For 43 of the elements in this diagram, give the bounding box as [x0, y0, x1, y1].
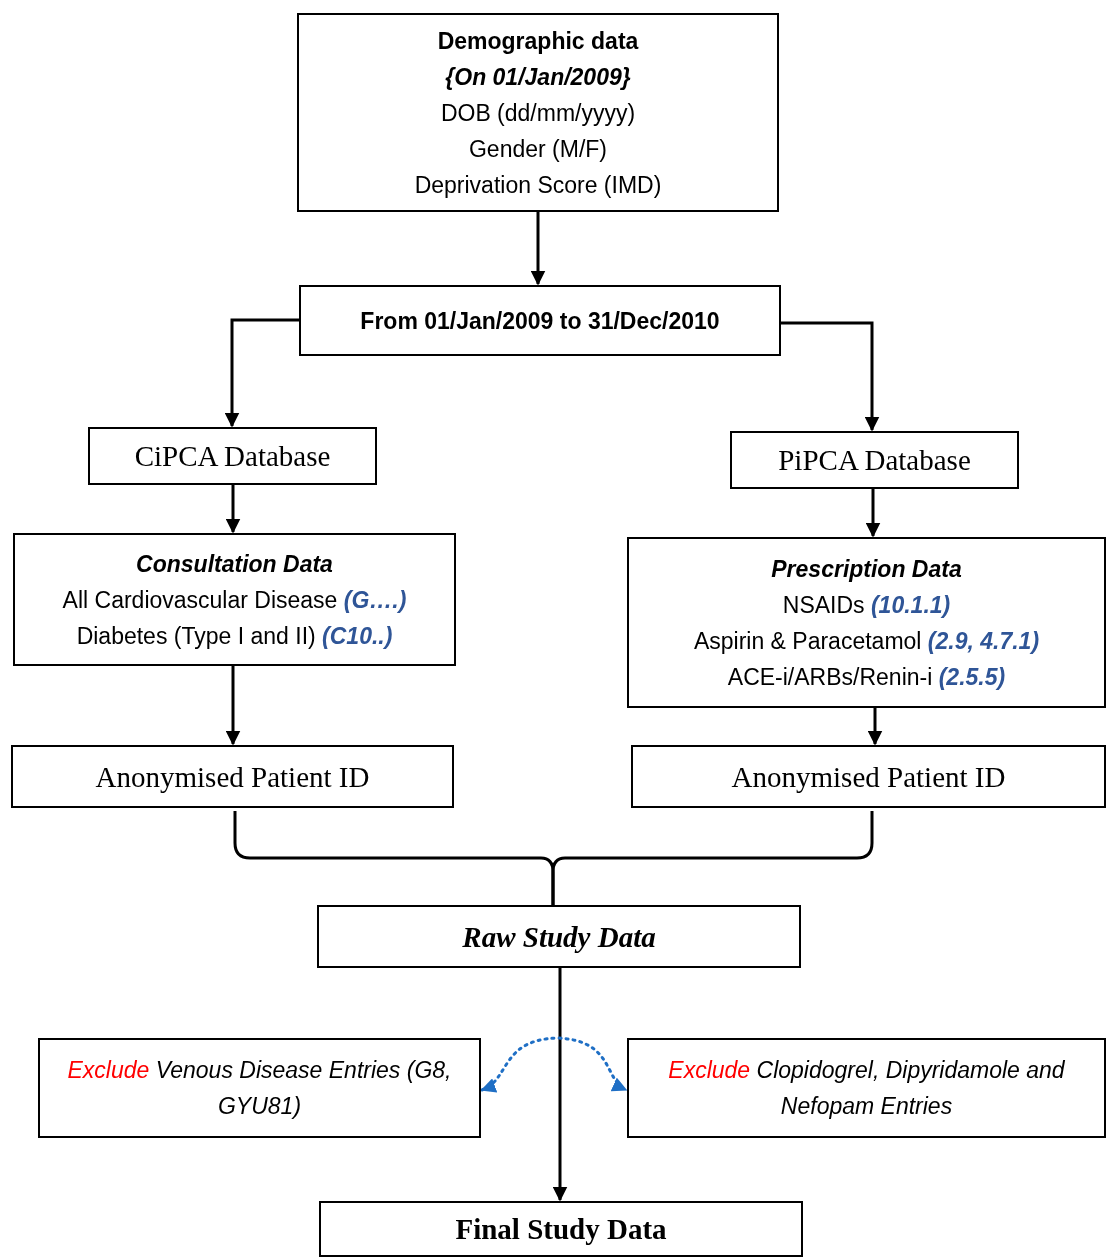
arrow: [224, 318, 299, 428]
box-text: Exclude Clopidogrel, Dipyridamole and Nefopam Entries: [667, 1056, 1066, 1121]
box-text: ACE-i/ARBs/Renin-i (2.5.5): [727, 662, 1006, 692]
box-text: CiPCA Database: [134, 439, 331, 474]
arrow: [530, 212, 546, 286]
box-heading: Demographic data: [437, 26, 639, 56]
box-text: Exclude Venous Disease Entries (G8, GYU81): [66, 1056, 453, 1121]
process-box: [88, 427, 377, 485]
box-text: Anonymised Patient ID: [731, 759, 1006, 795]
process-box: [631, 745, 1106, 808]
process-box: [627, 537, 1106, 708]
dotted-arrow: [480, 1036, 628, 1092]
box-text: {On 01/Jan/2009}: [445, 62, 631, 92]
process-box: [317, 905, 801, 968]
box-text: Diabetes (Type I and II) (C10..): [76, 621, 393, 651]
box-text: Final Study Data: [455, 1212, 667, 1247]
box-text: NSAIDs (10.1.1): [782, 590, 951, 620]
process-box: [11, 745, 454, 808]
process-box: [297, 13, 779, 212]
process-box: [627, 1038, 1106, 1138]
box-heading: Prescription Data: [771, 554, 962, 584]
box-text: Gender (M/F): [469, 134, 607, 164]
arrow: [552, 968, 568, 1202]
process-box: [299, 285, 781, 356]
arrow: [865, 489, 881, 538]
arrow: [867, 708, 883, 746]
box-text: Aspirin & Paracetamol (2.9, 4.7.1): [693, 626, 1040, 656]
box-text: DOB (dd/mm/yyyy): [440, 98, 636, 128]
brace-connector: [551, 811, 874, 905]
process-box: [319, 1201, 803, 1257]
arrow: [225, 666, 241, 746]
process-box: [38, 1038, 481, 1138]
box-text: From 01/Jan/2009 to 31/Dec/2010: [360, 306, 720, 336]
box-text: Deprivation Score (IMD): [414, 170, 662, 200]
box-text: Raw Study Data: [462, 919, 656, 955]
box-text: PiPCA Database: [778, 443, 971, 478]
process-box: [730, 431, 1019, 489]
box-text: Anonymised Patient ID: [95, 759, 370, 795]
box-heading: Consultation Data: [136, 549, 333, 579]
arrow: [781, 321, 880, 432]
box-text: All Cardiovascular Disease (G….): [62, 585, 407, 615]
arrow: [225, 485, 241, 534]
process-box: [13, 533, 456, 666]
